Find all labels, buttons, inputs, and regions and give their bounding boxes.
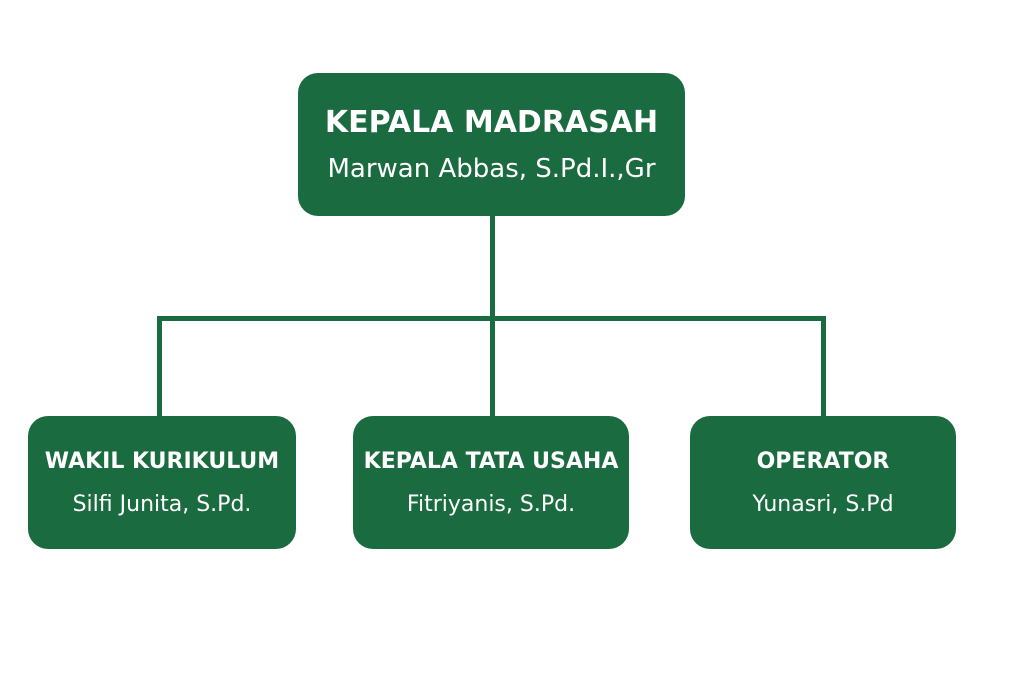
subordinate-title: KEPALA TATA USAHA	[363, 448, 619, 474]
subordinate-name: Yunasri, S.Pd	[752, 491, 894, 517]
subordinate-box-wakil-kurikulum: WAKIL KURIKULUM Silfi Junita, S.Pd.	[28, 416, 296, 549]
subordinate-box-operator: OPERATOR Yunasri, S.Pd	[690, 416, 956, 549]
subordinate-name: Fitriyanis, S.Pd.	[406, 491, 576, 517]
connector-head-down	[490, 216, 495, 320]
connector-middle	[490, 316, 495, 416]
subordinate-title: OPERATOR	[756, 448, 890, 474]
head-name: Marwan Abbas, S.Pd.I.,Gr	[327, 154, 656, 184]
subordinate-name: Silfi Junita, S.Pd.	[72, 491, 252, 517]
connector-left	[157, 316, 162, 416]
head-title: KEPALA MADRASAH	[324, 105, 659, 140]
connector-right	[821, 316, 826, 416]
subordinate-box-kepala-tata-usaha: KEPALA TATA USAHA Fitriyanis, S.Pd.	[353, 416, 629, 549]
subordinate-title: WAKIL KURIKULUM	[44, 448, 280, 474]
head-box: KEPALA MADRASAH Marwan Abbas, S.Pd.I.,Gr	[298, 73, 685, 216]
